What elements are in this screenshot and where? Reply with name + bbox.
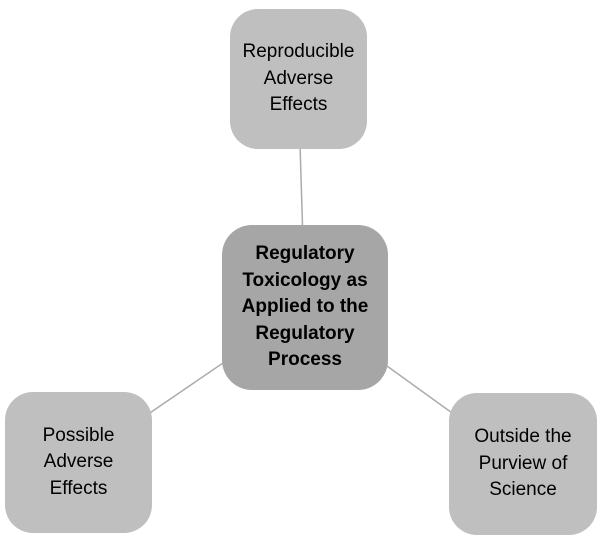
node-outside-purview-of-science: Outside the Purview of Science	[449, 393, 597, 535]
node-regulatory-toxicology-center-label: Regulatory Toxicology as Applied to the …	[241, 243, 369, 371]
node-reproducible-adverse-effects: Reproducible Adverse Effects	[230, 9, 367, 149]
node-possible-adverse-effects: Possible Adverse Effects	[5, 392, 152, 533]
node-outside-purview-of-science-label: Outside the Purview of Science	[474, 426, 572, 501]
node-reproducible-adverse-effects-label: Reproducible Adverse Effects	[242, 41, 355, 116]
node-regulatory-toxicology-center: Regulatory Toxicology as Applied to the …	[222, 225, 388, 390]
node-possible-adverse-effects-label: Possible Adverse Effects	[42, 424, 115, 499]
